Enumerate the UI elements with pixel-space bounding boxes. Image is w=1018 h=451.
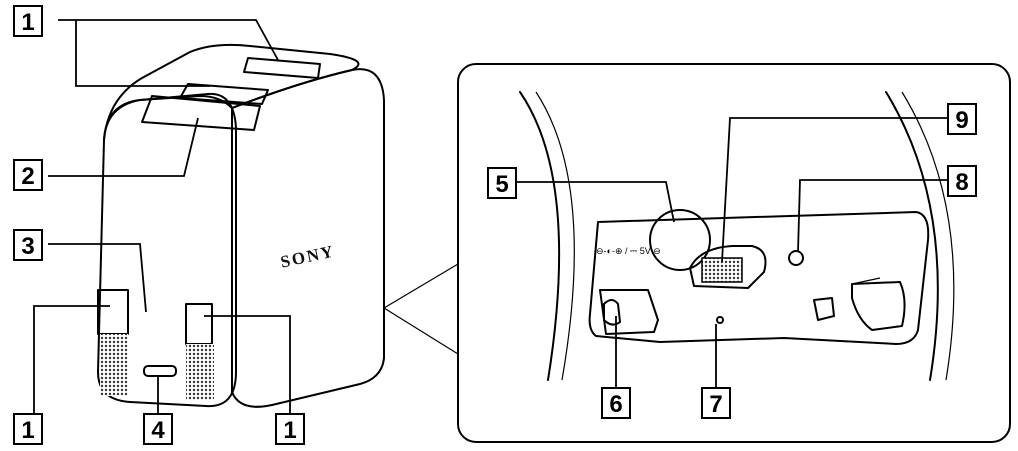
housing-curve-left-inner [535, 91, 575, 381]
callout-3: 3 [13, 229, 43, 261]
svg-text:6: 6 [609, 391, 622, 418]
callout-1-right: 1 [275, 413, 305, 445]
dc-in-jack [649, 209, 711, 271]
leader-9 [721, 117, 948, 263]
usb-port [599, 289, 659, 335]
front-vent-right [185, 303, 213, 345]
svg-text:8: 8 [955, 169, 968, 196]
svg-text:1: 1 [21, 417, 34, 444]
brand-logo: SONY [279, 242, 337, 272]
callouts: 1 2 3 1 4 1 5 6 [13, 5, 977, 445]
rear-recess [588, 211, 930, 345]
rear-tab [813, 297, 835, 321]
leader-2 [48, 117, 199, 177]
leader-5 [514, 181, 675, 223]
reset-hole [788, 250, 804, 266]
front-indicator [143, 365, 177, 377]
svg-text:2: 2 [21, 163, 34, 190]
jack-label: ⊖-◐-⊕ / ⎓ 5V ⊖ [596, 246, 661, 256]
svg-text:1: 1 [21, 9, 34, 36]
mode-switch [689, 245, 767, 289]
speaker-top-face [103, 43, 360, 141]
leader-1-top-branch [75, 20, 210, 87]
callout-1-top: 1 [13, 5, 43, 37]
rear-panel-detail: ⊖-◐-⊕ / ⎓ 5V ⊖ [457, 63, 1011, 443]
leader-3 [48, 243, 147, 313]
svg-text:3: 3 [21, 233, 34, 260]
front-vent-left [97, 289, 129, 335]
svg-text:7: 7 [709, 391, 722, 418]
leader-1-right [204, 315, 291, 420]
leader-1-top [58, 19, 279, 61]
housing-curve-right-inner [901, 91, 955, 381]
top-window [141, 95, 261, 131]
leader-lines [33, 19, 948, 420]
callout-5: 5 [487, 167, 517, 199]
svg-text:9: 9 [955, 107, 968, 134]
front-lower-column-left [100, 334, 128, 396]
callout-8: 8 [947, 165, 977, 197]
svg-text:5: 5 [495, 171, 508, 198]
rear-screw [716, 316, 724, 324]
speaker-side-panel [231, 68, 385, 408]
svg-text:4: 4 [151, 417, 165, 444]
callout-9: 9 [947, 103, 977, 135]
leader-8 [797, 179, 948, 253]
svg-text:1: 1 [283, 417, 296, 444]
usb-port-opening [603, 299, 621, 326]
housing-curve-right [885, 91, 939, 381]
housing-curve-left [519, 91, 561, 381]
top-vent-front [179, 83, 269, 105]
rear-block [851, 281, 906, 331]
callout-1-left: 1 [13, 413, 43, 445]
speaker-device: SONY [97, 43, 385, 408]
leader-1-left [33, 305, 110, 420]
callout-7: 7 [701, 387, 731, 419]
callout-6: 6 [601, 387, 631, 419]
zoom-connector [383, 263, 459, 355]
top-vent-rear [243, 57, 321, 79]
callout-4: 4 [143, 413, 173, 445]
front-lower-column-right [186, 344, 214, 400]
callout-2: 2 [13, 159, 43, 191]
detail-frame [457, 63, 1011, 443]
